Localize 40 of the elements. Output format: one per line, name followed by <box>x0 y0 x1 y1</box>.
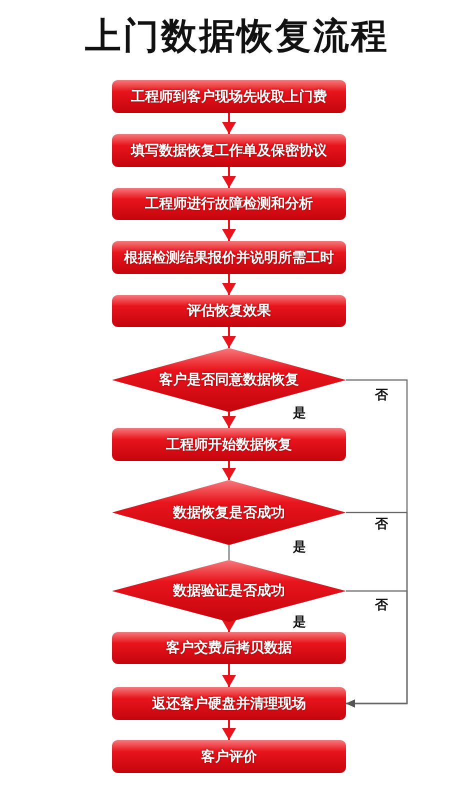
node-text: 数据恢复是否成功 <box>173 504 285 522</box>
connector-line <box>346 590 408 708</box>
edge-label: 否 <box>374 515 389 533</box>
process-box <box>112 428 346 461</box>
process-box <box>112 295 346 327</box>
process-box <box>112 687 346 720</box>
edge-label: 否 <box>374 596 389 614</box>
title: 上门数据恢复流程 <box>84 15 390 59</box>
process-box <box>112 188 346 220</box>
node-text: 数据验证是否成功 <box>173 582 285 600</box>
node-text: 客户评价 <box>201 748 257 766</box>
node-text: 填写数据恢复工作单及保密协议 <box>131 142 327 160</box>
arrow <box>222 327 236 348</box>
arrow <box>222 720 236 740</box>
process-box <box>112 80 346 113</box>
process-box <box>112 740 346 773</box>
arrow <box>222 274 236 295</box>
arrow <box>222 167 236 188</box>
node-text: 返还客户硬盘并清理现场 <box>152 694 306 712</box>
node-text: 工程师开始数据恢复 <box>166 436 292 454</box>
node-text: 客户是否同意数据恢复 <box>159 371 299 389</box>
arrow <box>222 664 236 687</box>
node-text: 评估恢复效果 <box>187 302 271 320</box>
process-box <box>112 241 346 274</box>
edge-label: 否 <box>374 386 389 404</box>
arrow <box>222 461 236 480</box>
process-box <box>112 134 346 167</box>
edge-label: 是 <box>292 404 307 422</box>
edge-label: 是 <box>292 613 307 631</box>
arrow <box>222 620 236 632</box>
edge-label: 是 <box>292 538 307 556</box>
node-text: 工程师进行故障检测和分析 <box>145 195 313 213</box>
arrow <box>222 412 236 428</box>
node-text: 客户交费后拷贝数据 <box>166 639 292 657</box>
connector-line <box>228 545 230 560</box>
arrow <box>222 113 236 134</box>
arrow <box>222 220 236 241</box>
node-text: 根据检测结果报价并说明所需工时 <box>124 248 334 266</box>
process-box <box>112 632 346 664</box>
node-text: 工程师到客户现场先收取上门费 <box>131 88 327 106</box>
